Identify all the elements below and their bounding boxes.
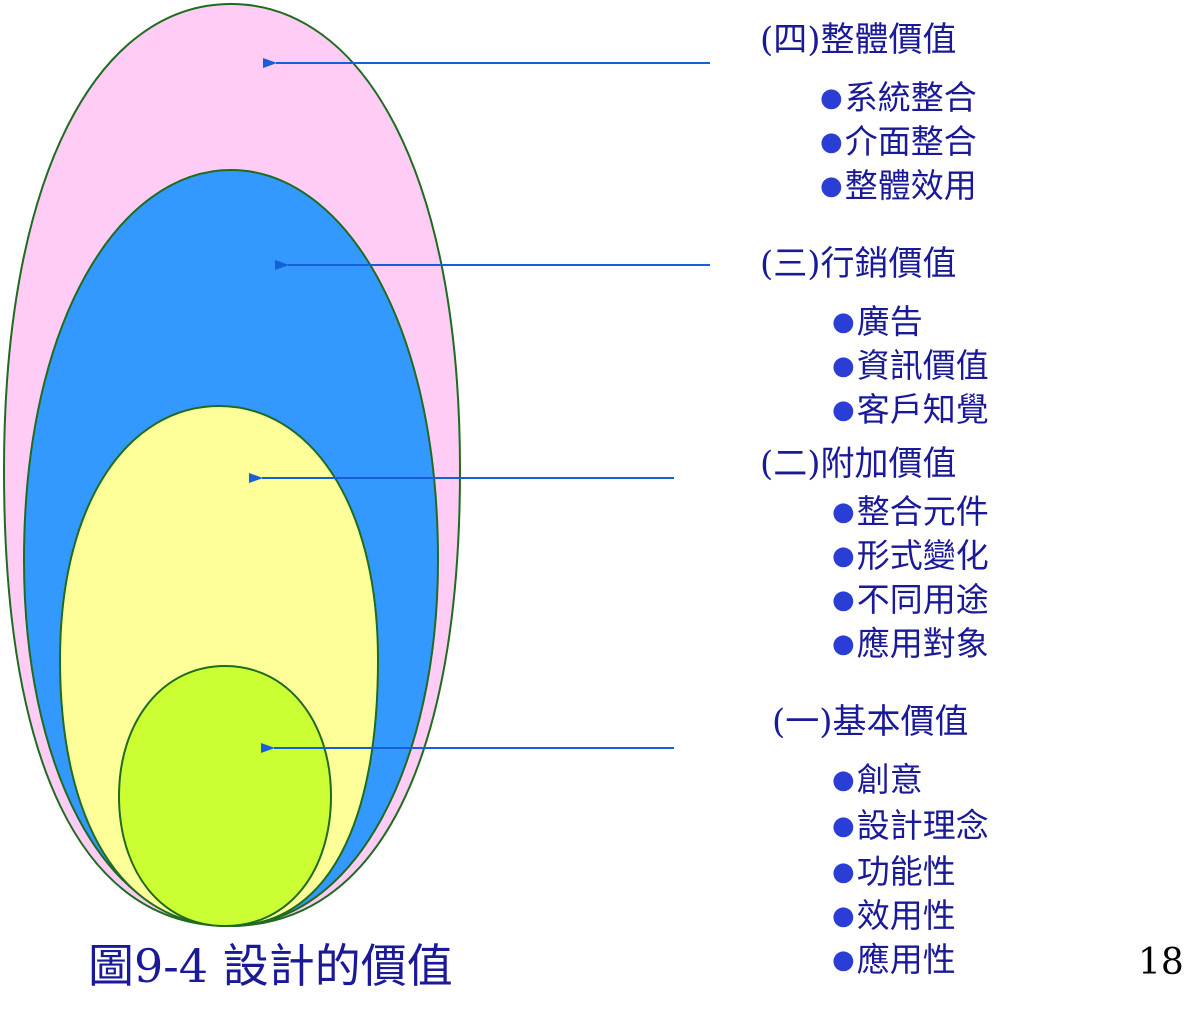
bullet-icon: ● (820, 83, 843, 113)
bullet-icon: ● (832, 857, 855, 887)
list-item: ●客戶知覺 (832, 390, 989, 430)
list-item-label: 形式變化 (856, 536, 989, 575)
list-item: ●效用性 (832, 896, 956, 936)
list-item-label: 系統整合 (844, 78, 977, 117)
list-item-label: 客戶知覺 (856, 390, 989, 429)
bullet-icon: ● (832, 351, 855, 381)
list-item-label: 功能性 (856, 852, 956, 891)
bullet-icon: ● (832, 541, 855, 571)
bullet-icon: ● (832, 629, 855, 659)
heading-marketing-value: (三)行銷價值 (760, 244, 957, 284)
bullet-icon: ● (832, 811, 855, 841)
list-item-label: 不同用途 (856, 580, 989, 619)
bullet-icon: ● (820, 171, 843, 201)
list-item: ●設計理念 (832, 806, 989, 846)
list-item-label: 介面整合 (844, 122, 977, 161)
list-item: ●創意 (832, 760, 923, 800)
list-item: ●不同用途 (832, 580, 989, 620)
bullet-icon: ● (820, 127, 843, 157)
list-item: ●形式變化 (832, 536, 989, 576)
bullet-icon: ● (832, 901, 855, 931)
bullet-icon: ● (832, 497, 855, 527)
list-item: ●資訊價值 (832, 346, 989, 386)
list-item: ●應用性 (832, 940, 956, 980)
list-item-label: 創意 (856, 760, 923, 799)
list-item: ●介面整合 (820, 122, 977, 162)
list-item: ●應用對象 (832, 624, 989, 664)
heading-added-value: (二)附加價值 (760, 444, 957, 484)
list-item-label: 整合元件 (856, 492, 989, 531)
figure-caption: 圖9-4 設計的價值 (88, 939, 453, 993)
list-item-label: 效用性 (856, 896, 956, 935)
list-item-label: 設計理念 (856, 806, 989, 845)
bullet-icon: ● (832, 395, 855, 425)
list-item: ●整合元件 (832, 492, 989, 532)
list-item-label: 資訊價值 (856, 346, 989, 385)
bullet-icon: ● (832, 765, 855, 795)
list-item: ●廣告 (832, 302, 923, 342)
bullet-icon: ● (832, 307, 855, 337)
heading-basic-value: (一)基本價值 (772, 702, 969, 742)
list-item: ●整體效用 (820, 166, 977, 206)
bullet-icon: ● (832, 945, 855, 975)
bullet-icon: ● (832, 585, 855, 615)
list-item-label: 應用性 (856, 940, 956, 979)
list-item: ●系統整合 (820, 78, 977, 118)
list-item-label: 應用對象 (856, 624, 989, 663)
ring-basic-value (117, 664, 333, 928)
list-item-label: 廣告 (856, 302, 923, 341)
list-item: ●功能性 (832, 852, 956, 892)
list-item-label: 整體效用 (844, 166, 977, 205)
heading-overall-value: (四)整體價值 (760, 20, 957, 60)
page-number: 18 (1138, 942, 1184, 983)
